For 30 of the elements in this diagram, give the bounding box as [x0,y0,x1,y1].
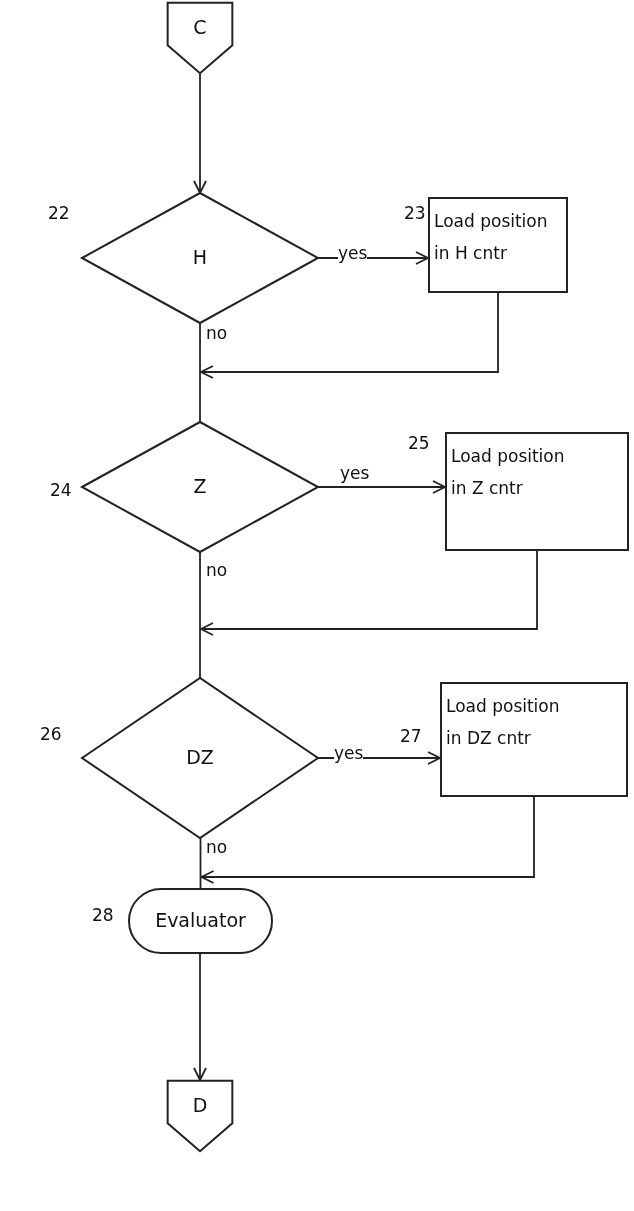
process-box [428,197,568,293]
step-number: 22 [48,203,70,223]
off-page-connector [167,2,233,74]
node-label: DZ [186,745,214,771]
process-box [445,432,629,551]
node-label: C [193,15,207,40]
step-number: 26 [40,724,62,744]
node-label: D [192,1093,208,1118]
arrow [193,953,207,1081]
off-page-connector [167,1080,233,1152]
step-number: 28 [92,905,114,925]
step-number: 25 [408,433,430,453]
decision-diamond [82,678,318,838]
node-label: Evaluator [155,908,246,934]
decision-diamond [82,422,318,552]
step-number: 23 [404,203,426,223]
arrow [200,796,535,884]
arrow [193,73,207,194]
process-text: Load position in Z cntr [451,445,566,501]
step-number: 27 [400,726,422,746]
decision-diamond [82,193,318,323]
arrow [200,550,538,636]
process-box [440,682,628,797]
node-label: Z [193,474,207,500]
arrow [200,292,499,379]
process-text: Load position in H cntr [434,210,549,266]
process-text: Load position in DZ cntr [446,695,561,751]
step-number: 24 [50,480,72,500]
arrow [317,480,446,494]
node-label: H [192,245,208,271]
